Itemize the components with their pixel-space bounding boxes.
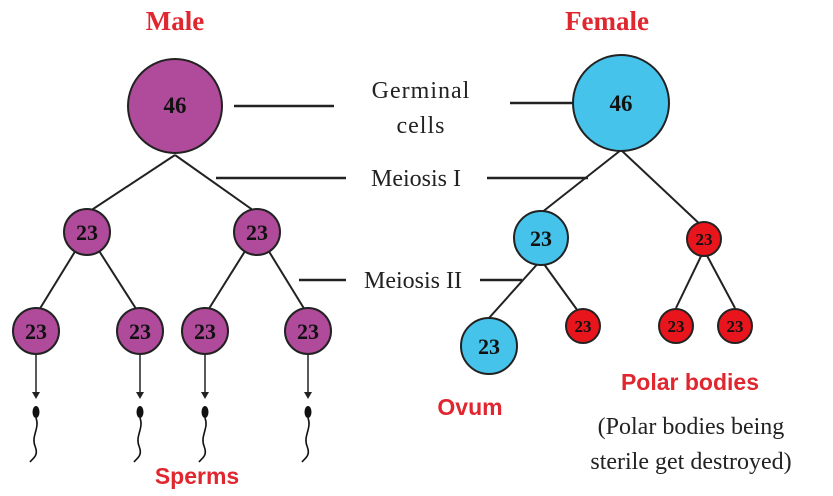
male-spermatid-cell: 23 (181, 307, 229, 355)
male-germinal-cell: 46 (127, 58, 223, 154)
female-germinal-chromosome-count: 46 (610, 91, 633, 116)
sperm-icon (301, 406, 312, 463)
germinal-cells-label-line2: cells (397, 113, 446, 139)
female-heading: Female (565, 6, 649, 36)
polar-bodies-note-line1: (Polar bodies being (598, 414, 785, 440)
male-spermatid-count: 23 (25, 319, 47, 344)
male-meiosis1-cell: 23 (63, 208, 111, 256)
sperm-arrows (32, 354, 312, 399)
second-polar-body: 23 (717, 308, 753, 344)
second-polar-body: 23 (658, 308, 694, 344)
male-meiosis1-cell: 23 (233, 208, 281, 256)
polar-bodies-note-line2: sterile get destroyed) (590, 449, 791, 475)
male-spermatid-count: 23 (194, 319, 216, 344)
germinal-cells-label-line1: Germinal (372, 78, 471, 104)
male-spermatid-cell: 23 (116, 307, 164, 355)
male-meiosis1-count: 23 (246, 220, 268, 245)
second-polar-body-count: 23 (727, 317, 744, 336)
male-heading: Male (146, 6, 204, 36)
female-secondary-oocyte: 23 (513, 210, 569, 266)
second-polar-body-count: 23 (668, 317, 685, 336)
male-spermatid-cell: 23 (12, 307, 60, 355)
ovum-count: 23 (478, 334, 500, 359)
female-germinal-cell: 46 (572, 54, 670, 152)
ovum-cell: 23 (460, 317, 518, 375)
label-pointer-lines (216, 101, 588, 282)
sperms-label: Sperms (155, 463, 239, 489)
male-germinal-chromosome-count: 46 (164, 93, 187, 118)
second-polar-body: 23 (565, 308, 601, 344)
first-polar-body: 23 (686, 221, 722, 257)
male-spermatid-cell: 23 (284, 307, 332, 355)
sperm-icon (133, 406, 144, 463)
ovum-label: Ovum (437, 394, 502, 420)
first-polar-body-count: 23 (696, 230, 713, 249)
male-spermatid-count: 23 (297, 319, 319, 344)
male-spermatid-count: 23 (129, 319, 151, 344)
sperm-icon (198, 406, 209, 463)
second-polar-body-count: 23 (575, 317, 592, 336)
secondary-oocyte-count: 23 (530, 226, 552, 251)
meiosis-1-label: Meiosis I (371, 166, 461, 192)
male-meiosis1-count: 23 (76, 220, 98, 245)
sperm-icon (29, 406, 40, 463)
meiosis-2-label: Meiosis II (364, 268, 462, 294)
polar-bodies-label: Polar bodies (621, 369, 759, 395)
